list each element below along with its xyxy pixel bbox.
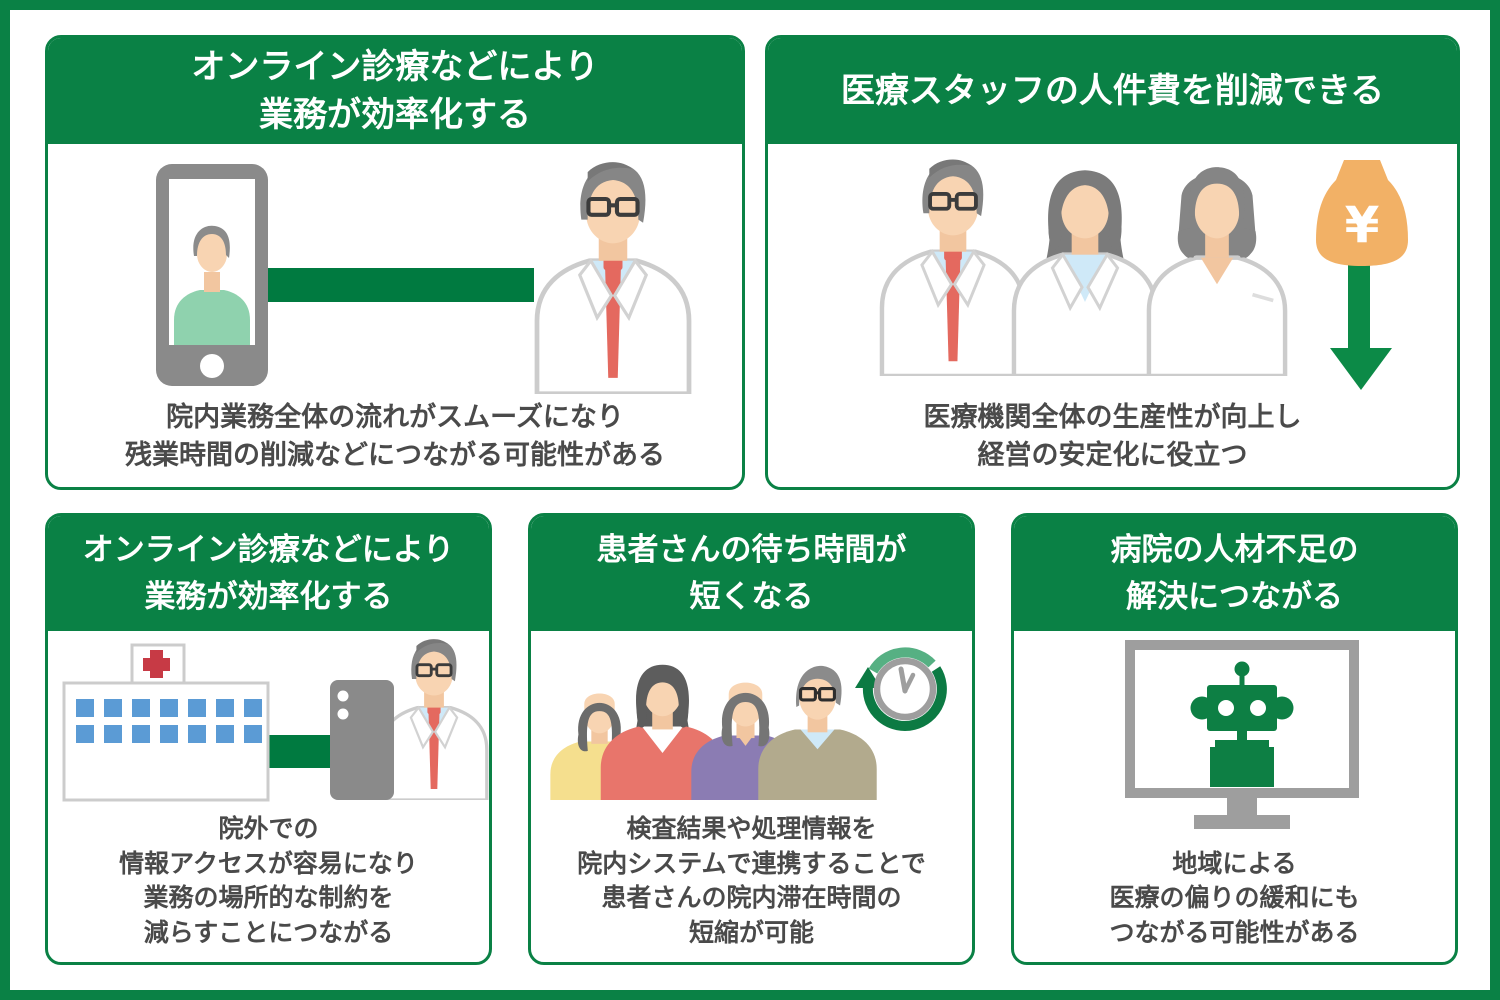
description-line: 患者さんの院内滞在時間の (601, 883, 902, 912)
hospital-remote-access-illustration (62, 637, 489, 802)
description-line: 短縮が可能 (688, 917, 814, 947)
card-description: 院内業務全体の流れがスムーズになり 残業時間の削減などにつながる可能性がある (48, 399, 742, 487)
card-title: 医療スタッフの人件費を削減できる (768, 38, 1457, 144)
description-line: 情報アクセスが容易になり (119, 848, 418, 878)
connector-line (268, 268, 534, 302)
doctor-icon (882, 160, 1024, 376)
smartphone-icon (156, 164, 268, 386)
female-doctor-icon (1014, 170, 1156, 376)
doctor-icon (379, 637, 489, 800)
description-line: 医療機関全体の生産性が向上し (923, 402, 1302, 434)
yen-symbol: ¥ (1345, 196, 1380, 254)
ai-robot-monitor-illustration (1125, 640, 1359, 829)
description-line: 経営の安定化に役立つ (977, 440, 1248, 472)
description-line: 減らすことにつながる (143, 917, 394, 947)
smartphone-back-icon (330, 680, 394, 800)
description-line: 業務の場所的な制約を (143, 883, 394, 912)
patient-man-icon (758, 665, 877, 800)
description-line: つながる可能性がある (1109, 917, 1360, 947)
card-description: 地域による 医療の偏りの緩和にも つながる可能性がある (1014, 847, 1455, 963)
title-line: 業務が効率化する (144, 578, 393, 615)
description-line: 医療の偏りの緩和にも (1109, 883, 1360, 912)
description-line: 残業時間の削減などにつながる可能性がある (125, 440, 665, 472)
description-line: 院内業務全体の流れがスムーズになり (166, 402, 624, 434)
robot-icon (1190, 661, 1294, 787)
card-online-efficiency-remote: オンライン診療などにより 業務が効率化する 院外での 情報アクセスが容易になり … (45, 513, 492, 965)
time-reduction-clock-icon (855, 647, 947, 731)
title-line: オンライン診療などにより (82, 532, 455, 568)
nurse-icon (1149, 167, 1285, 376)
card-title: オンライン診療などにより 業務が効率化する (48, 38, 742, 144)
card-staff-cost-reduction: 医療スタッフの人件費を削減できる ¥ 医療機関全体の生産性が向上し 経営の安定化… (765, 35, 1460, 490)
card-description: 検査結果や処理情報を 院内システムで連携することで 患者さんの院内滞在時間の 短… (531, 812, 972, 962)
title-line: 病院の人材不足の (1110, 532, 1359, 568)
description-line: 院外での (218, 814, 319, 843)
doctor-icon (537, 162, 689, 394)
description-line: 検査結果や処理情報を (626, 814, 877, 843)
description-line: 地域による (1172, 848, 1297, 878)
hospital-windows (76, 699, 262, 743)
money-bag-decrease-icon: ¥ (1316, 160, 1408, 390)
title-line: 解決につながる (1126, 578, 1343, 615)
medical-staff-illustration: ¥ (768, 144, 1408, 390)
title-line: 業務が効率化する (259, 95, 531, 135)
card-shorter-waiting-time: 患者さんの待ち時間が 短くなる (528, 513, 975, 965)
card-title: 患者さんの待ち時間が 短くなる (531, 516, 972, 631)
waiting-patients-illustration (550, 647, 947, 800)
card-online-efficiency-hospital: オンライン診療などにより 業務が効率化する 院内業務全体の流れがスムーズになり … (45, 35, 745, 490)
title-line: 短くなる (689, 578, 814, 615)
smartphone-video-call-illustration (156, 144, 742, 396)
title-line: オンライン診療などにより (191, 46, 599, 87)
card-title: 病院の人材不足の 解決につながる (1014, 516, 1455, 631)
description-line: 院内システムで連携することで (577, 848, 926, 878)
hospital-icon (62, 643, 270, 802)
card-description: 院外での 情報アクセスが容易になり 業務の場所的な制約を 減らすことにつながる (48, 812, 489, 962)
card-description: 医療機関全体の生産性が向上し 経営の安定化に役立つ (768, 399, 1457, 487)
card-title: オンライン診療などにより 業務が効率化する (48, 516, 489, 631)
card-staff-shortage-solution: 病院の人材不足の 解決につながる 地域による 医療の偏りの緩和にも つながる可能… (1011, 513, 1458, 965)
patient-woman-coral-icon (600, 664, 725, 800)
title-line: 患者さんの待ち時間が (596, 532, 907, 568)
patient-on-screen-icon (174, 225, 250, 345)
title-line: 医療スタッフの人件費を削減できる (840, 70, 1385, 111)
connector-line (266, 735, 336, 768)
